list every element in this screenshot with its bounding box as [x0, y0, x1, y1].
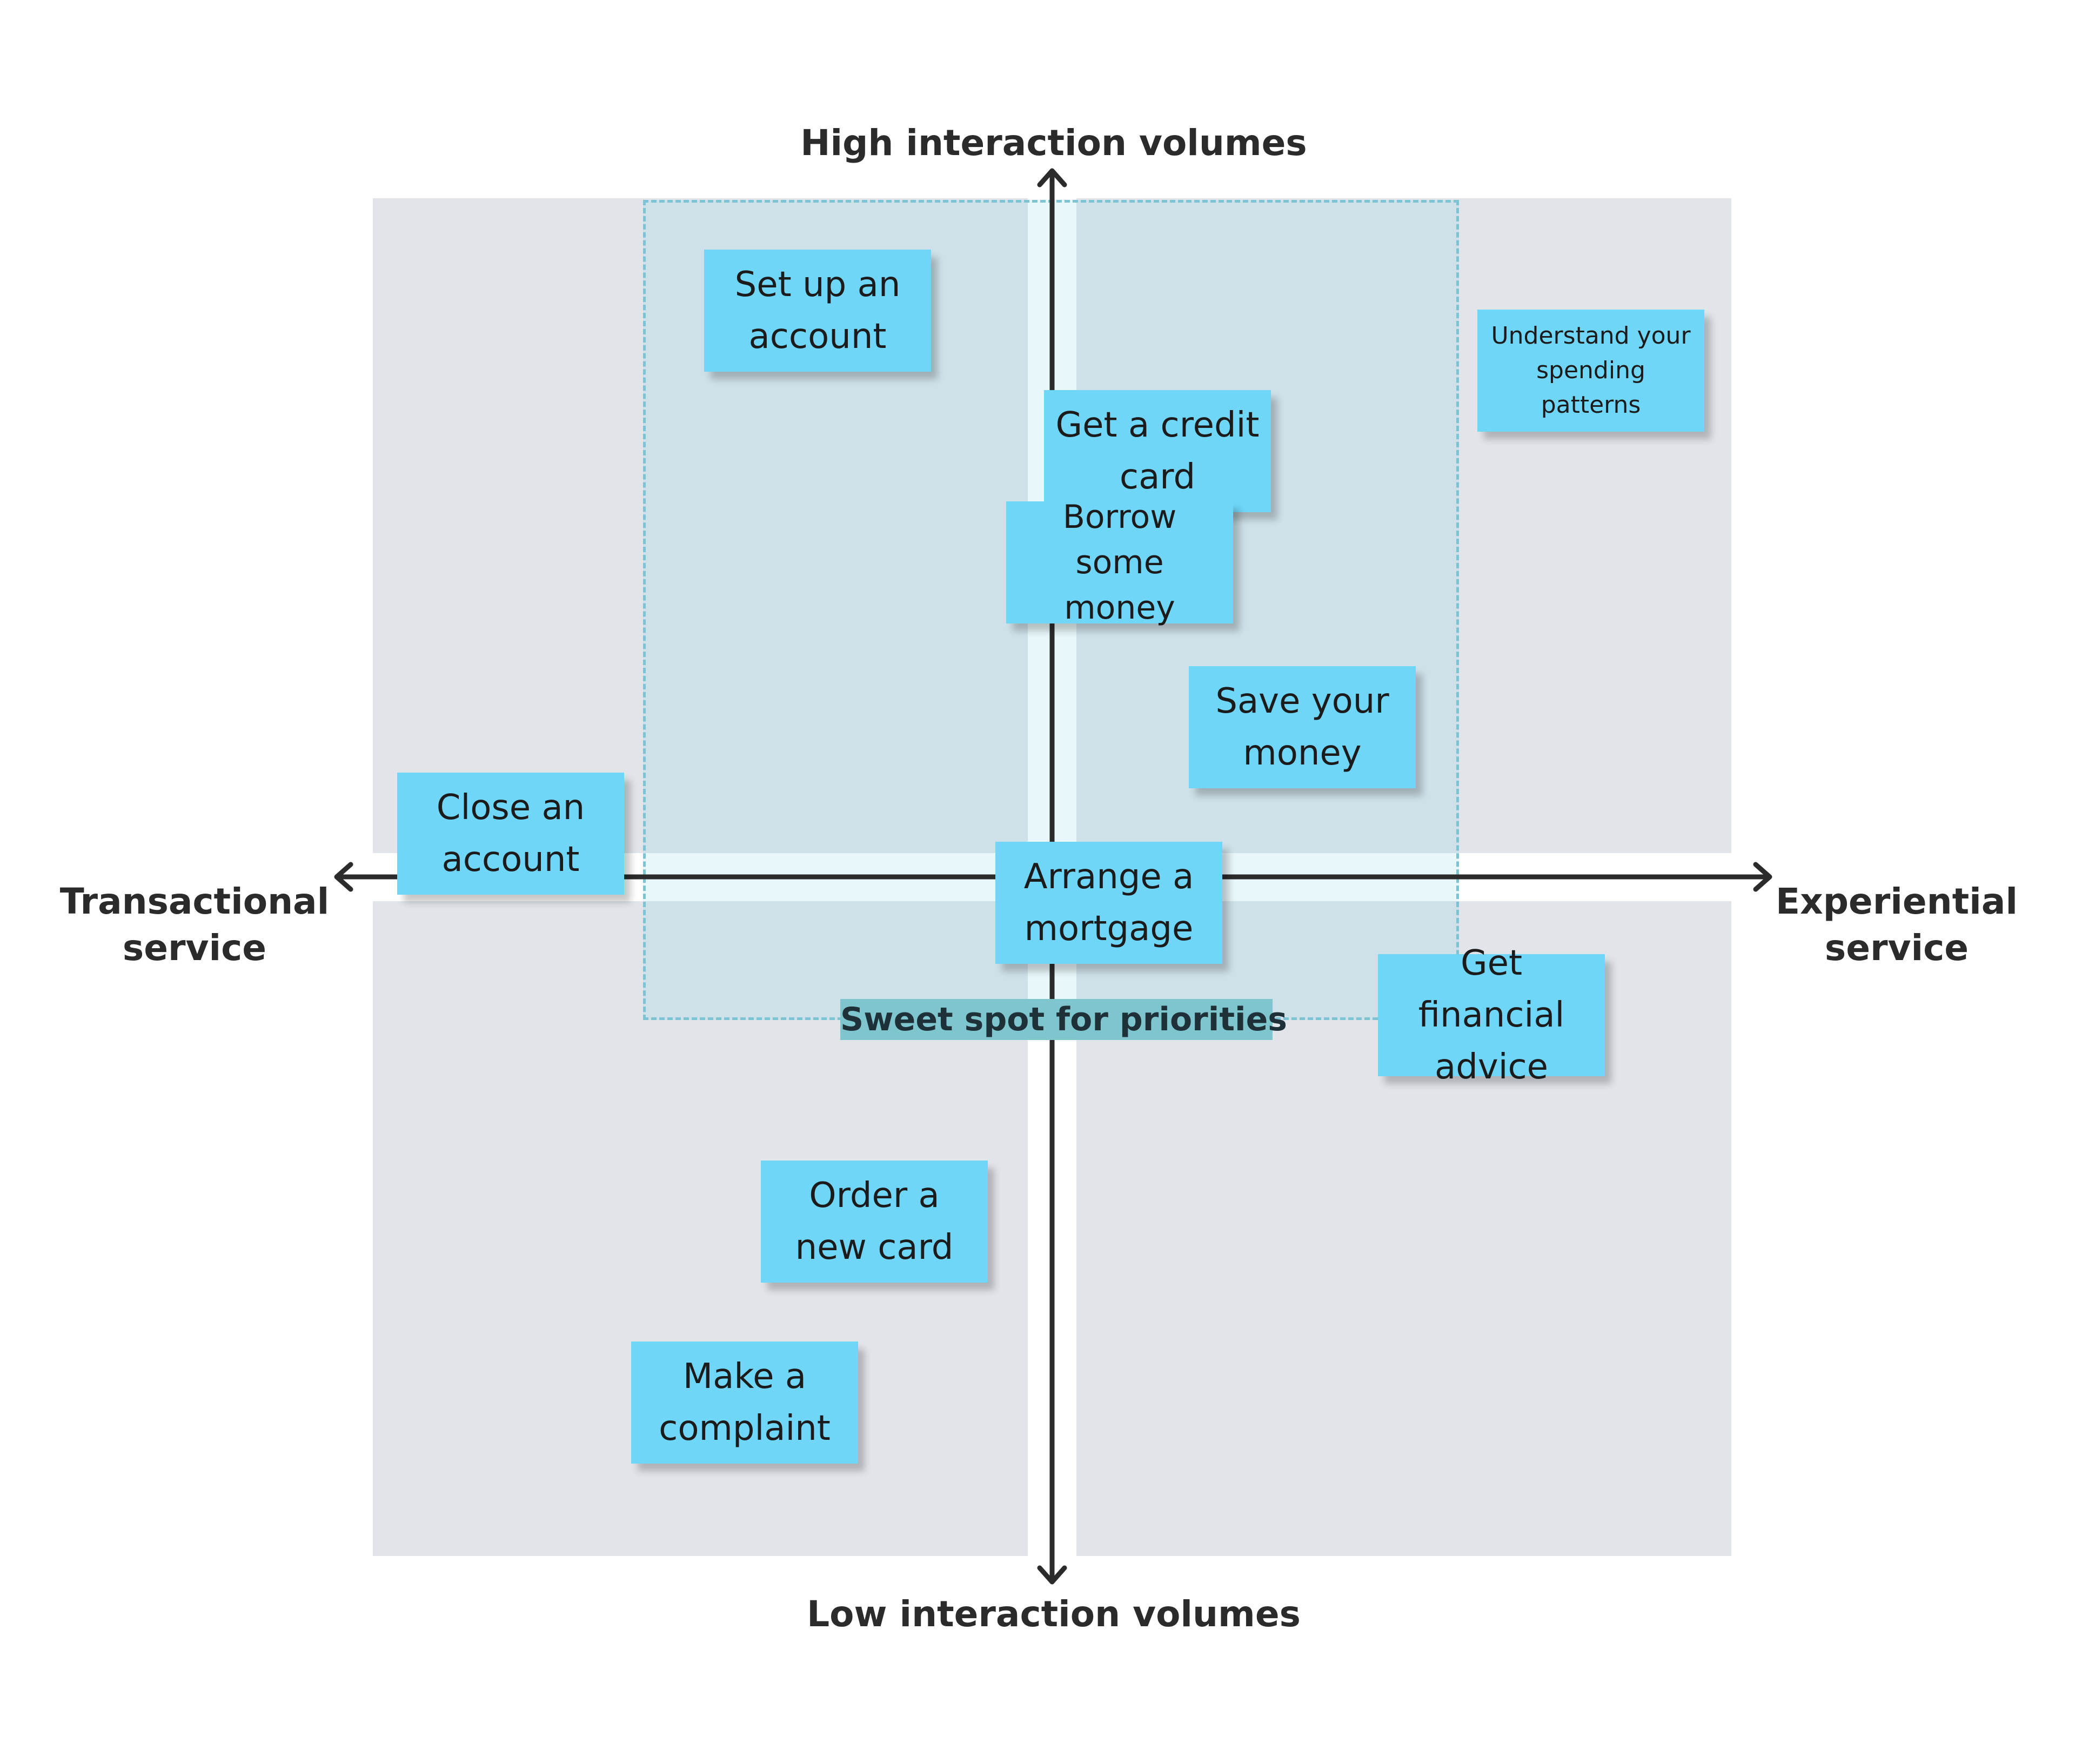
- sticky-note-get-credit-card[interactable]: Get a credit card: [1044, 390, 1271, 512]
- axis-label-bottom: Low interaction volumes: [724, 1591, 1383, 1638]
- axis-label-left-text: Transactional service: [59, 881, 330, 969]
- axis-label-top-text: High interaction volumes: [800, 122, 1307, 164]
- axis-label-right-text: Experiential service: [1776, 881, 2018, 969]
- sticky-note-text: Close an account: [436, 788, 585, 880]
- sticky-note-financial-advice[interactable]: Get financial advice: [1378, 943, 1605, 1087]
- sticky-note-text: Order a new card: [795, 1176, 954, 1267]
- arrow-up-icon: [1037, 168, 1067, 187]
- arrow-down-icon: [1037, 1565, 1067, 1585]
- sticky-note-text: Set up an account: [734, 265, 901, 357]
- sticky-note-text: Get financial advice: [1418, 943, 1565, 1087]
- sticky-note-text: Make a complaint: [659, 1357, 831, 1448]
- sticky-note-order-new-card[interactable]: Order a new card: [761, 1161, 988, 1283]
- sticky-note-set-up-account[interactable]: Set up an account: [704, 250, 931, 372]
- axis-label-bottom-text: Low interaction volumes: [807, 1593, 1301, 1635]
- arrow-right-icon: [1753, 862, 1772, 892]
- sweet-spot-label: Sweet spot for priorities: [840, 999, 1287, 1040]
- sticky-note-text: Understand your spending patterns: [1491, 322, 1691, 419]
- sticky-note-text: Get a credit card: [1055, 405, 1260, 497]
- sticky-note-arrange-mortgage[interactable]: Arrange a mortgage: [995, 842, 1222, 964]
- sticky-note-make-complaint[interactable]: Make a complaint: [631, 1342, 858, 1464]
- sticky-note-borrow-money[interactable]: Borrow some money: [1006, 498, 1233, 627]
- axis-label-right: Experiential service: [1762, 832, 2032, 971]
- axis-label-top: High interaction volumes: [724, 120, 1383, 166]
- axis-label-left: Transactional service: [43, 832, 346, 971]
- sticky-note-save-money[interactable]: Save your money: [1189, 666, 1416, 788]
- sticky-note-text: Arrange a mortgage: [1023, 857, 1194, 949]
- arrow-left-icon: [334, 862, 353, 892]
- sticky-note-close-account[interactable]: Close an account: [397, 773, 624, 895]
- sticky-note-text: Borrow some money: [1062, 498, 1177, 627]
- sticky-note-text: Save your money: [1215, 681, 1389, 773]
- sticky-note-understand-spending[interactable]: Understand your spending patterns: [1477, 310, 1704, 432]
